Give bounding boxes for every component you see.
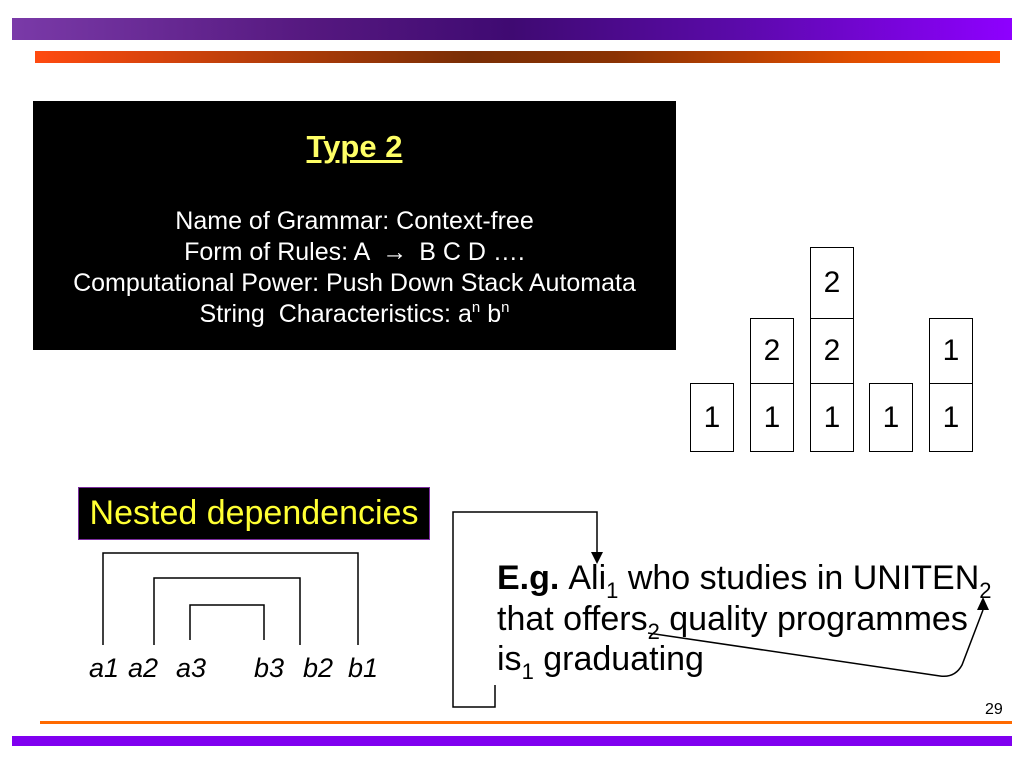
name-of-grammar-line: Name of Grammar: Context-free xyxy=(175,207,534,235)
token-b1: b1 xyxy=(348,653,379,683)
subscript-1: 1 xyxy=(606,578,619,603)
string-characteristics-label: String Characteristics: a xyxy=(199,300,472,328)
rule-lhs: Form of Rules: A xyxy=(184,238,371,266)
stack-value: 2 xyxy=(823,266,841,300)
stack-diagram: 1 2 1 2 2 1 1 1 1 xyxy=(690,247,974,452)
example-line-1: E.g.Ali1 who studies in UNITEN2 xyxy=(497,558,992,603)
page-number: 29 xyxy=(985,701,1003,718)
variable-b: b xyxy=(487,300,502,328)
example-sentence: E.g.Ali1 who studies in UNITEN2 that off… xyxy=(497,558,1017,684)
top-orange-bar xyxy=(35,51,1000,63)
outer-dependency-bracket xyxy=(102,552,359,645)
stack-1-cell-1: 1 xyxy=(690,383,734,452)
stack-3-cell-3: 2 xyxy=(810,247,854,320)
inner-dependency-bracket xyxy=(189,604,265,640)
phrase-who-studies: who studies in UNITEN xyxy=(618,559,980,597)
stack-value: 1 xyxy=(942,400,960,434)
stack-value: 1 xyxy=(882,400,900,434)
example-line-3: is1 graduating xyxy=(497,639,704,684)
computational-power-line: Computational Power: Push Down Stack Aut… xyxy=(73,269,636,297)
bottom-orange-rule xyxy=(40,721,1012,724)
form-of-rules-line: Form of Rules: A → B C D …. xyxy=(33,237,676,268)
token-a1: a1 xyxy=(89,653,120,683)
token-a2: a2 xyxy=(128,653,159,683)
token-b3: b3 xyxy=(254,653,285,683)
word-graduating: graduating xyxy=(533,640,704,678)
token-b2: b2 xyxy=(303,653,334,683)
example-lead: E.g. xyxy=(497,559,560,597)
grammar-type-box: Type 2 Name of Grammar: Context-free For… xyxy=(33,101,676,350)
phrase-that-offers: that offers xyxy=(497,600,648,638)
bottom-purple-bar xyxy=(12,736,1012,746)
word-ali: Ali xyxy=(568,559,607,597)
middle-dependency-bracket xyxy=(153,577,301,645)
subscript-1: 1 xyxy=(521,659,534,684)
rule-arrow-symbol: → xyxy=(382,238,408,266)
stack-2-cell-1: 1 xyxy=(750,383,794,452)
subscript-2: 2 xyxy=(979,578,992,603)
exponent-a: n xyxy=(471,299,481,316)
stack-value: 2 xyxy=(763,334,781,368)
stack-4-cell-1: 1 xyxy=(869,383,913,452)
stack-value: 2 xyxy=(823,334,841,368)
word-is: is xyxy=(497,640,522,678)
stack-value: 1 xyxy=(942,334,960,368)
stack-2-cell-2: 2 xyxy=(750,318,794,385)
top-purple-bar xyxy=(12,18,1012,40)
stack-5-cell-2: 1 xyxy=(929,318,973,385)
grammar-type-title: Type 2 xyxy=(306,129,403,164)
example-line-2: that offers2 quality programmes xyxy=(497,599,968,644)
stack-5-cell-1: 1 xyxy=(929,383,973,452)
stack-3-cell-1: 1 xyxy=(810,383,854,452)
nested-dependency-tokens: a1 a2 a3 b3 b2 b1 xyxy=(80,653,390,683)
nested-dependencies-label: Nested dependencies xyxy=(78,487,430,540)
stack-3-cell-2: 2 xyxy=(810,318,854,385)
stack-value: 1 xyxy=(763,400,781,434)
rule-rhs: B C D …. xyxy=(419,238,525,266)
phrase-quality-programmes: quality programmes xyxy=(659,600,968,638)
token-a3: a3 xyxy=(176,653,207,683)
stack-value: 1 xyxy=(703,400,721,434)
stack-value: 1 xyxy=(823,400,841,434)
exponent-b: n xyxy=(501,299,510,316)
